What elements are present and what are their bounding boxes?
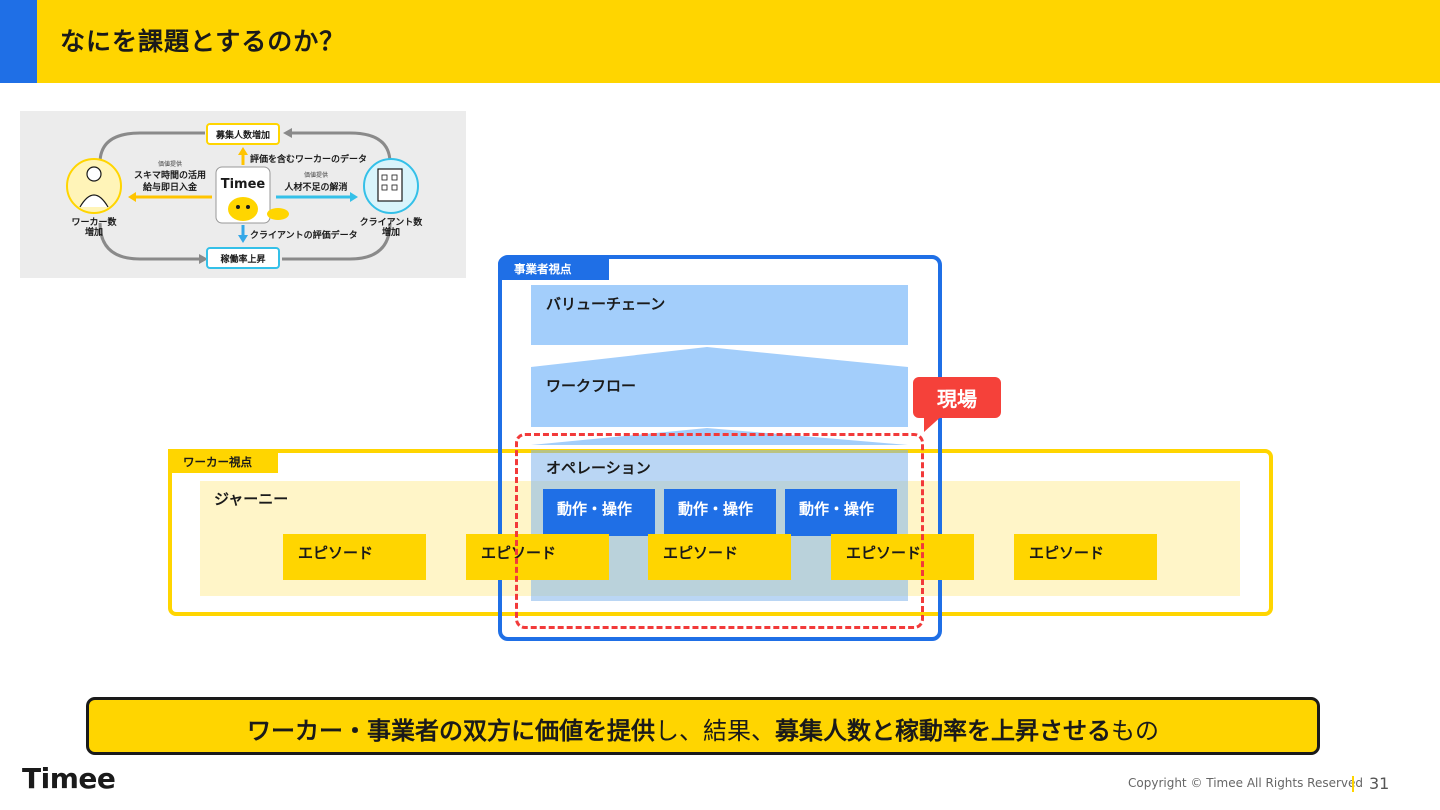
episode-box-1: エピソード [283,534,426,580]
journey-label: ジャーニー [214,490,289,508]
summary-part-4: もの [1111,717,1159,745]
summary-part-3: 募集人数と稼動率を上昇させる [775,717,1111,745]
action-box-1: 動作・操作 [543,489,655,536]
thumb-left-line1: スキマ時間の活用 [134,169,206,181]
thumb-client-label-1: クライアント数 [360,216,424,228]
genba-highlight-frame [515,433,924,629]
thumb-right-line1: 人材不足の解消 [283,181,347,193]
thumb-bottom-box: 稼働率上昇 [220,253,265,265]
episode-box-2: エピソード [466,534,609,580]
business-view-frame [498,255,942,641]
header-bar [0,0,1440,83]
thumb-left-small: 価値提供 [158,160,182,168]
action-box-3: 動作・操作 [785,489,897,536]
thumb-logo: Timee [221,177,266,192]
business-view-tag: 事業者視点 [498,256,609,280]
episode-box-4: エピソード [831,534,974,580]
layer-connectors [531,347,908,445]
header-accent [0,0,37,83]
page-number: 31 [1369,774,1390,793]
summary-banner: ワーカー・事業者の双方に価値を提供し、結果、募集人数と稼動率を上昇させるもの [86,697,1320,755]
thumb-worker-label-2: 増加 [85,226,103,238]
thumb-worker-label-1: ワーカー数 [71,216,117,228]
summary-part-1: ワーカー・事業者の双方に価値を提供 [247,717,655,745]
page-title: なにを課題とするのか？ [60,27,346,56]
episode-box-5: エピソード [1014,534,1157,580]
thumb-right-small: 価値提供 [304,171,328,179]
timee-logo: Timee [22,762,116,795]
copyright-text: Copyright © Timee All Rights Reserved [1128,776,1364,790]
summary-part-2: し、結果、 [655,717,775,745]
genba-badge: 現場 [913,377,1001,418]
thumb-client-label-2: 増加 [382,226,400,238]
thumb-top-box: 募集人数増加 [215,129,270,141]
timee-cycle-diagram: 募集人数増加 稼働率上昇 Timee 評価を含むワーカーのデータ クライアントの… [20,111,466,278]
worker-view-tag: ワーカー視点 [168,449,278,473]
thumb-up-label: 評価を含むワーカーのデータ [250,153,367,165]
thumb-left-line2: 給与即日入金 [143,181,198,193]
operation-label: オペレーション [546,459,651,477]
footer-separator [1352,776,1354,792]
episode-box-3: エピソード [648,534,791,580]
action-box-2: 動作・操作 [664,489,776,536]
thumb-down-label: クライアントの評価データ [250,229,358,241]
workflow-layer: ワークフロー [531,367,908,427]
genba-callout-tail [924,414,944,432]
value-chain-layer: バリューチェーン [531,285,908,345]
